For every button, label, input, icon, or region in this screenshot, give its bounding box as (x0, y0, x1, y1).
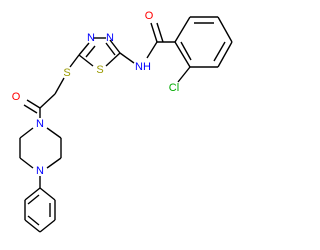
bond-phenyl-1 (24, 187, 41, 201)
atom-labels: O NH Cl N N S S O N N (12, 10, 179, 177)
thiadiazole-n-left-label: N (87, 32, 95, 44)
bonds (19, 16, 233, 233)
thiadiazole-n-right-label: N (106, 32, 114, 44)
bond-phenyl-1-inner (27, 194, 40, 205)
bond-carbonyl-o-1 (150, 22, 158, 43)
thioether-s-label: S (63, 67, 70, 79)
amide-nh-label: NH (135, 61, 151, 73)
carbonyl-o-bottom-label: O (12, 91, 21, 103)
bond-phenyl-6 (39, 187, 56, 201)
bond-benzene-4 (217, 41, 233, 68)
bond-thiadiazole-c2-n3 (109, 39, 121, 54)
piperazine-n-top-label: N (36, 118, 44, 130)
chlorine-label: Cl (169, 82, 179, 94)
bond-thiadiazole-c2-n3-inner (105, 42, 116, 56)
bond-benzene-1 (174, 16, 191, 43)
bond-carbonyl-nh (146, 41, 158, 59)
bond-phenyl-3 (24, 219, 41, 233)
bond-carbonyl-o-2 (156, 22, 164, 43)
piperazine-n-bottom-label: N (36, 165, 44, 177)
bond-benzene-3 (217, 16, 233, 43)
bond-benzene-6 (174, 41, 191, 68)
bond-piperazine-3 (19, 157, 34, 169)
bond-piperazine-1 (19, 127, 34, 139)
chemical-structure-diagram: O NH Cl N N S S O N N (12, 10, 233, 233)
bond-ch2-carbonyl (39, 93, 56, 109)
carbonyl-o-top-label: O (145, 10, 154, 22)
bond-thiadiazole-s1-c2 (105, 52, 121, 67)
bond-thioether-s-ch2 (54, 77, 65, 95)
bond-piperazine-4 (46, 157, 62, 169)
bond-benzene-4-inner (213, 41, 226, 62)
bond-nh-thiadiazole (119, 52, 135, 64)
bond-phenyl-3-inner (27, 215, 40, 226)
bond-thiadiazole-n4-c5 (78, 42, 90, 56)
bond-c-cl (177, 66, 191, 83)
bond-thiadiazole-c5-s1 (78, 54, 94, 67)
thiadiazole-s-label: S (96, 64, 103, 76)
bond-piperazine-6 (46, 127, 62, 139)
bond-c5-thioether-s (69, 54, 80, 68)
bond-phenyl-4 (39, 219, 56, 233)
bond-carbonyl-o-bottom-2 (23, 104, 38, 114)
bond-benzene-6-inner (180, 41, 192, 61)
bond-carbonyl-o-bottom-1 (26, 99, 41, 109)
bond-thiadiazole-n4-c5-inner (85, 45, 96, 58)
